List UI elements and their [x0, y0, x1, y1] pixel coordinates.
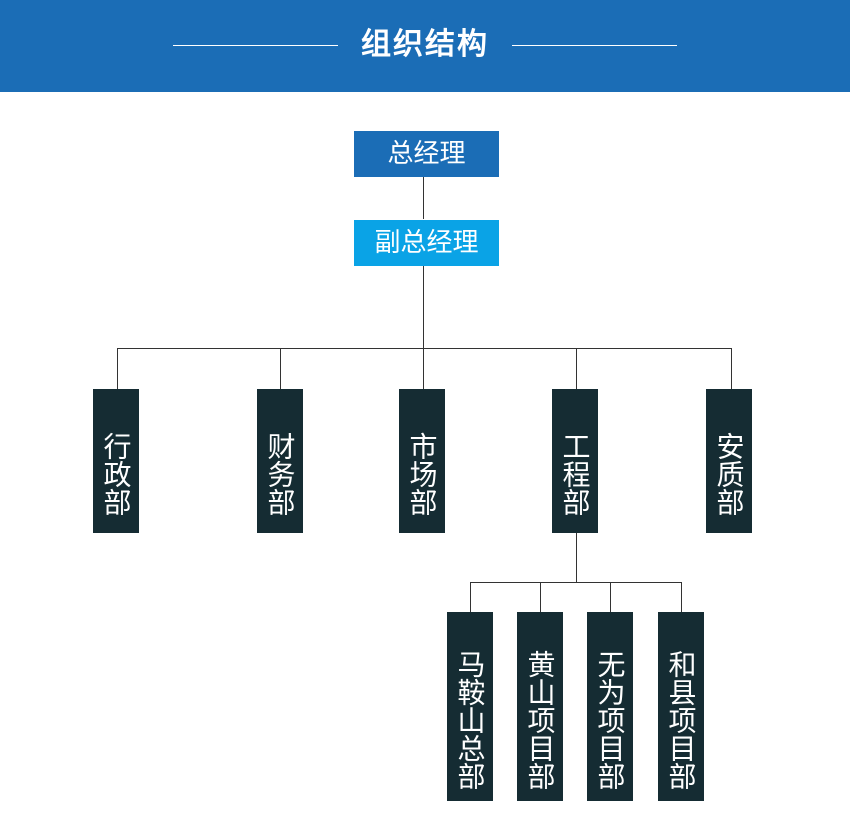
connector-dept-engineering	[576, 348, 577, 389]
connector-dept-admin	[117, 348, 118, 389]
connector-department-bus	[117, 348, 732, 349]
connector-proj-huangshan	[540, 582, 541, 612]
project-huangshan-box: 黄山项目部	[517, 612, 563, 801]
page-title: 组织结构	[361, 27, 489, 62]
header-left-rule	[173, 45, 338, 46]
connector-dept-finance	[280, 348, 281, 389]
department-safety-box: 安质部	[706, 389, 752, 533]
department-admin-box: 行政部	[93, 389, 139, 533]
connector-dept-market	[423, 348, 424, 389]
connector-proj-maanshan	[470, 582, 471, 612]
connector-proj-wuwei	[610, 582, 611, 612]
department-finance-box: 财务部	[257, 389, 303, 533]
department-engineering-box: 工程部	[552, 389, 598, 533]
project-hexian-box: 和县项目部	[658, 612, 704, 801]
org-chart: 总经理 副总经理 行政部 财务部 市场部 工程部 安质部 马鞍山总部 黄山项目部…	[0, 92, 850, 829]
connector-proj-hexian	[681, 582, 682, 612]
project-maanshan-box: 马鞍山总部	[447, 612, 493, 801]
general-manager-box: 总经理	[354, 131, 499, 177]
connector-gm-deputy	[423, 177, 424, 219]
connector-project-bus	[470, 582, 682, 583]
department-market-box: 市场部	[399, 389, 445, 533]
project-wuwei-box: 无为项目部	[587, 612, 633, 801]
connector-engineering-bus	[576, 533, 577, 583]
deputy-general-manager-box: 副总经理	[354, 220, 499, 266]
page-header: 组织结构	[0, 0, 850, 92]
header-right-rule	[512, 45, 677, 46]
connector-deputy-bus	[423, 266, 424, 348]
connector-dept-safety	[731, 348, 732, 389]
